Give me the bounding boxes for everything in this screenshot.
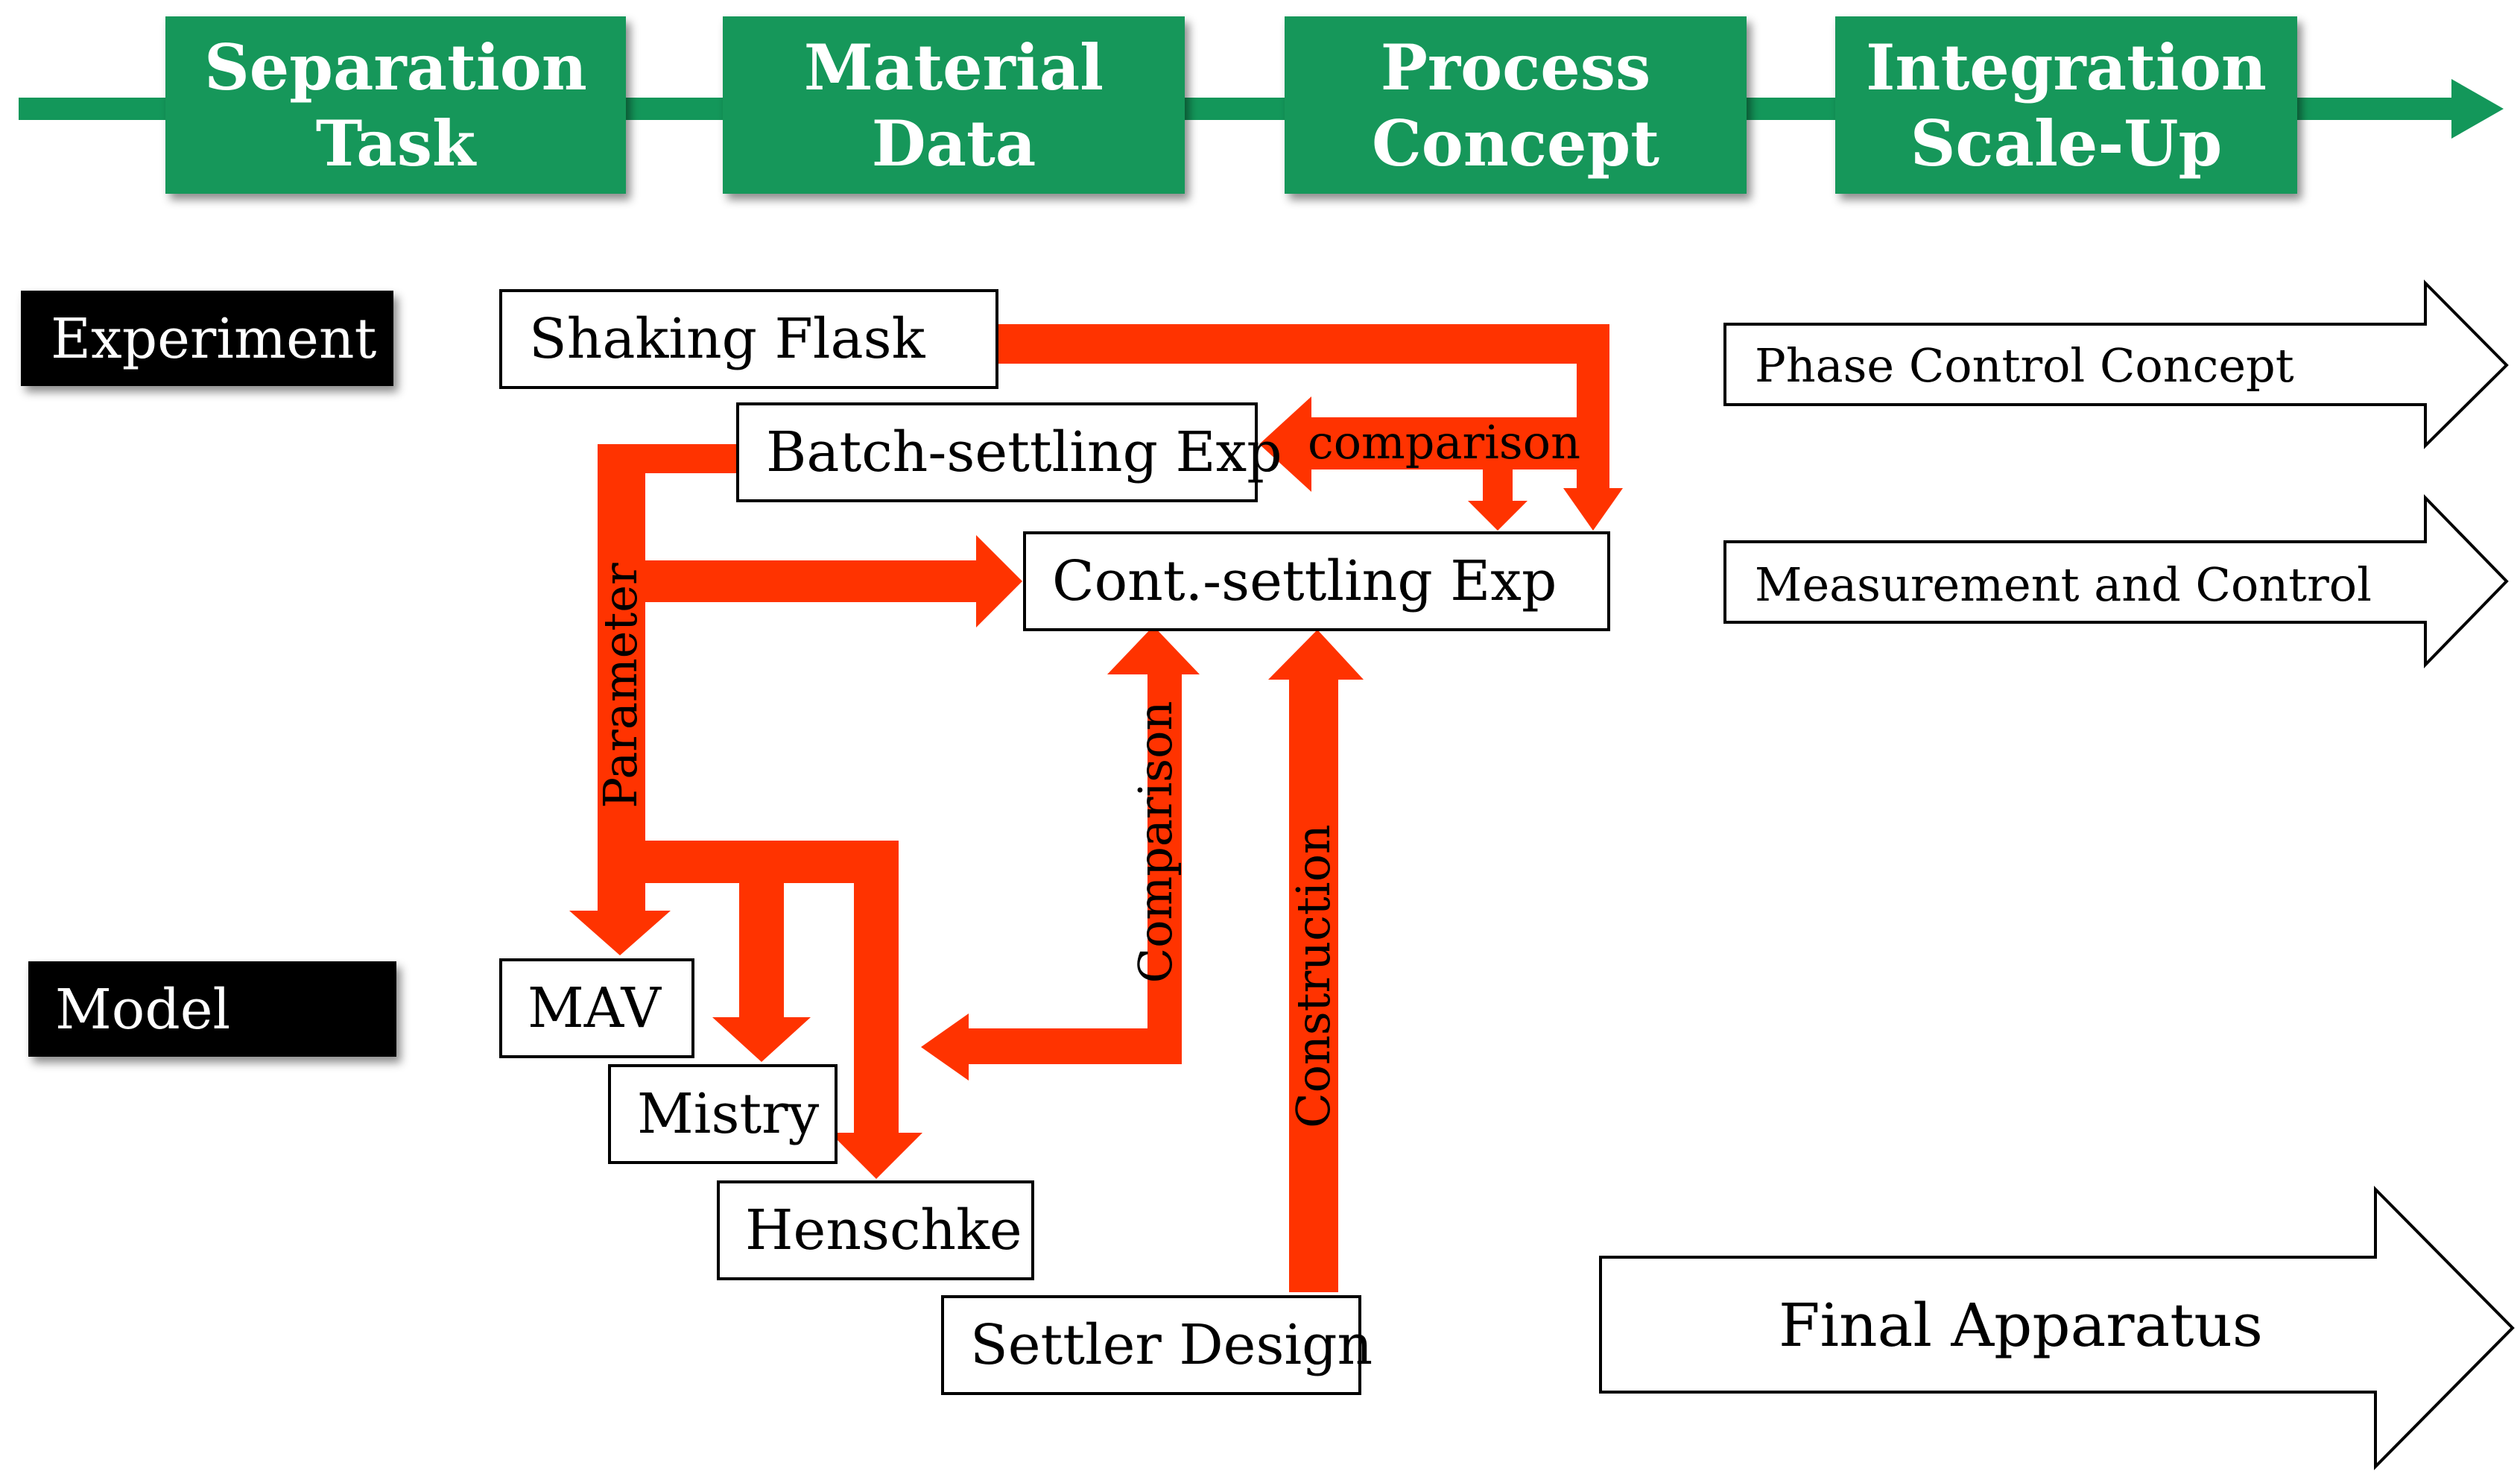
stage-integration-scale-up: Integration Scale-Up	[1835, 16, 2297, 194]
parameter-vertical-arrow	[569, 444, 738, 955]
stage-line1: Material	[804, 31, 1104, 104]
stage-line2: Concept	[1372, 107, 1659, 180]
box-batch-settling: Batch-settling Exp	[736, 402, 1282, 502]
box-text: Shaking Flask	[529, 307, 926, 371]
stage-separation-task: Separation Task	[165, 16, 626, 194]
comparison-down-arrow	[1468, 469, 1527, 531]
outcome-text: Final Apparatus	[1779, 1291, 2263, 1360]
box-text: Henschke	[745, 1198, 1022, 1262]
outcome-text: Measurement and Control	[1755, 557, 2372, 612]
box-text: Batch-settling Exp	[766, 420, 1282, 484]
box-henschke: Henschke	[717, 1180, 1034, 1280]
box-mav: MAV	[499, 958, 694, 1058]
construction-arrow	[1268, 630, 1364, 1292]
comparison-vertical-arrow	[921, 626, 1200, 1081]
box-text: MAV	[528, 976, 662, 1040]
model-branch-bar	[645, 841, 899, 883]
box-cont-settling: Cont.-settling Exp	[1023, 531, 1610, 631]
stage-line1: Integration	[1866, 31, 2267, 104]
stage-line1: Process	[1381, 31, 1651, 104]
flow-arrows	[569, 324, 1623, 1292]
parameter-to-cont-arrow	[645, 535, 1022, 627]
shaking-to-cont-arrow	[997, 324, 1623, 531]
to-henschke-arrow	[830, 883, 922, 1179]
stage-line2: Task	[316, 107, 477, 180]
box-shaking-flask: Shaking Flask	[499, 289, 998, 389]
comparison-vertical-label: Comparison	[1128, 701, 1183, 984]
outcome-measurement-control: Measurement and Control	[1723, 494, 2509, 668]
row-label-text: Model	[55, 978, 230, 1042]
row-label-experiment: Experiment	[21, 291, 393, 386]
outcome-final-apparatus: Final Apparatus	[1599, 1186, 2515, 1470]
row-label-text: Experiment	[51, 307, 377, 371]
comparison-left-arrow	[1259, 396, 1577, 492]
box-text: Mistry	[637, 1082, 820, 1146]
stage-line1: Separation	[204, 31, 587, 104]
stage-line2: Scale-Up	[1910, 107, 2222, 180]
to-mistry-arrow	[712, 883, 811, 1062]
construction-label: Construction	[1286, 824, 1340, 1128]
box-text: Settler Design	[970, 1313, 1373, 1377]
outcome-phase-control: Phase Control Concept	[1723, 279, 2509, 449]
stage-material-data: Material Data	[723, 16, 1185, 194]
box-text: Cont.-settling Exp	[1052, 549, 1557, 613]
parameter-label: Parameter	[593, 563, 648, 809]
box-mistry: Mistry	[608, 1064, 838, 1164]
outcome-text: Phase Control Concept	[1755, 338, 2294, 393]
stage-process-concept: Process Concept	[1285, 16, 1747, 194]
comparison-top-label: comparison	[1308, 415, 1580, 469]
row-label-model: Model	[28, 961, 396, 1057]
box-settler-design: Settler Design	[941, 1295, 1373, 1395]
stage-line2: Data	[872, 107, 1036, 180]
